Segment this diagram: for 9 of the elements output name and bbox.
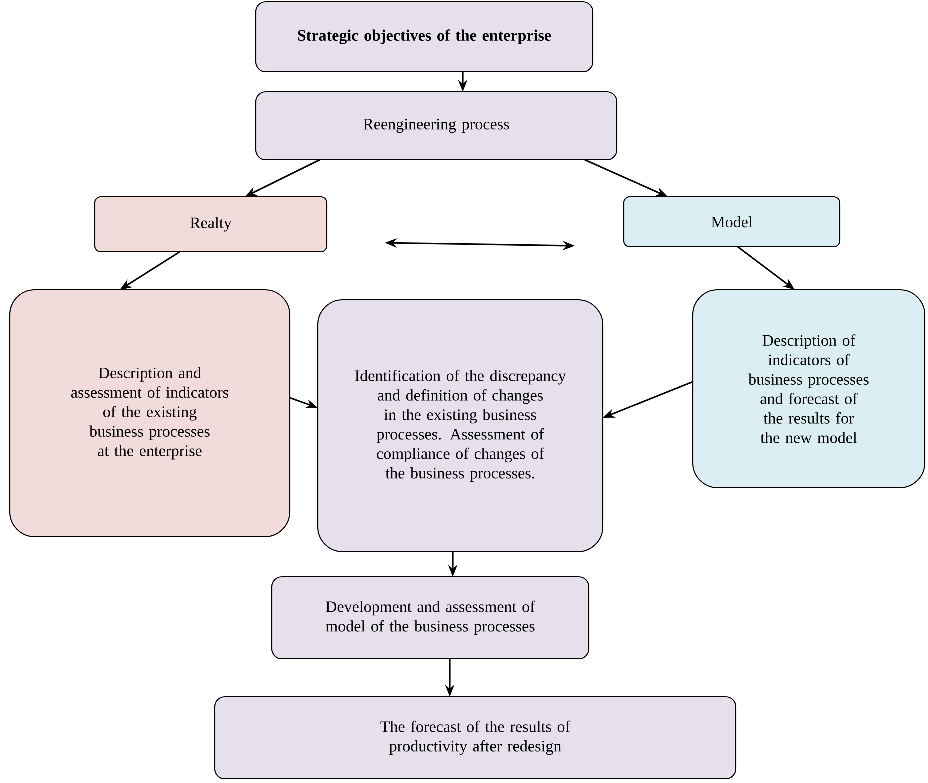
- realty-box: Realty: [94, 196, 328, 253]
- development-box: Development and assessment of model of the business processes: [271, 576, 590, 660]
- identification-box: Identification of the discrepancy and definition of changes in the existing business processes. Assessment of compliance of changes of the business processes.: [317, 299, 604, 553]
- model-box: Model: [623, 196, 841, 248]
- objective-box: Strategic objectives of the enterprise: [255, 1, 594, 73]
- result-box: The forecast of the results of productivity after redesign: [214, 696, 737, 780]
- assessment-box: Description and assessment of indicators of the existing business processes at the enterprise: [9, 289, 291, 538]
- process-box: Reengineering process: [255, 91, 618, 161]
- forecast-box: Description of indicators of business processes and forecast of the results for the new model: [692, 289, 926, 489]
